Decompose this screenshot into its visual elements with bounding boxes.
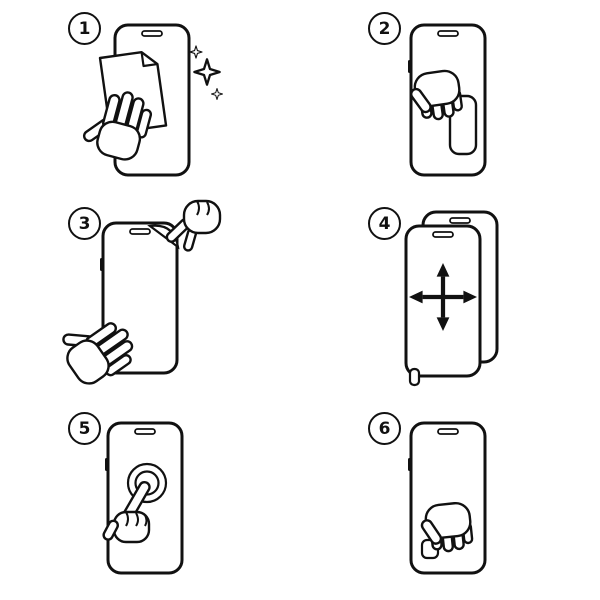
remove-film-layer-illustration	[405, 23, 487, 177]
pull-tab-icon	[408, 367, 421, 387]
step-number-badge: 5	[68, 412, 101, 445]
sparkle-icon	[189, 45, 203, 59]
step-5-panel: 5	[0, 400, 300, 600]
step-number: 5	[78, 418, 91, 439]
step-number-badge: 1	[68, 12, 101, 45]
clean-screen-illustration	[77, 23, 223, 177]
step-2-panel: 2	[300, 0, 600, 195]
peel-corner-illustration	[51, 199, 222, 394]
step-number: 6	[378, 418, 391, 439]
step-number: 3	[78, 213, 91, 234]
step-6-panel: 6	[300, 400, 600, 600]
step-3-panel: 3	[0, 195, 300, 400]
step-number: 4	[378, 213, 391, 234]
press-ripple-outer-icon	[126, 462, 168, 504]
step-number-badge: 3	[68, 207, 101, 240]
step-number-badge: 4	[368, 207, 401, 240]
step-1-panel: 1	[0, 0, 300, 195]
press-center-illustration	[100, 421, 184, 575]
sparkle-icon	[211, 88, 223, 100]
step-number: 2	[378, 18, 391, 39]
step-4-panel: 4	[300, 195, 600, 400]
step-number-badge: 2	[368, 12, 401, 45]
sparkle-icon	[193, 58, 221, 86]
align-protector-illustration	[404, 210, 499, 387]
smooth-surface-illustration	[406, 421, 487, 575]
step-number-badge: 6	[368, 412, 401, 445]
step-number: 1	[78, 18, 91, 39]
